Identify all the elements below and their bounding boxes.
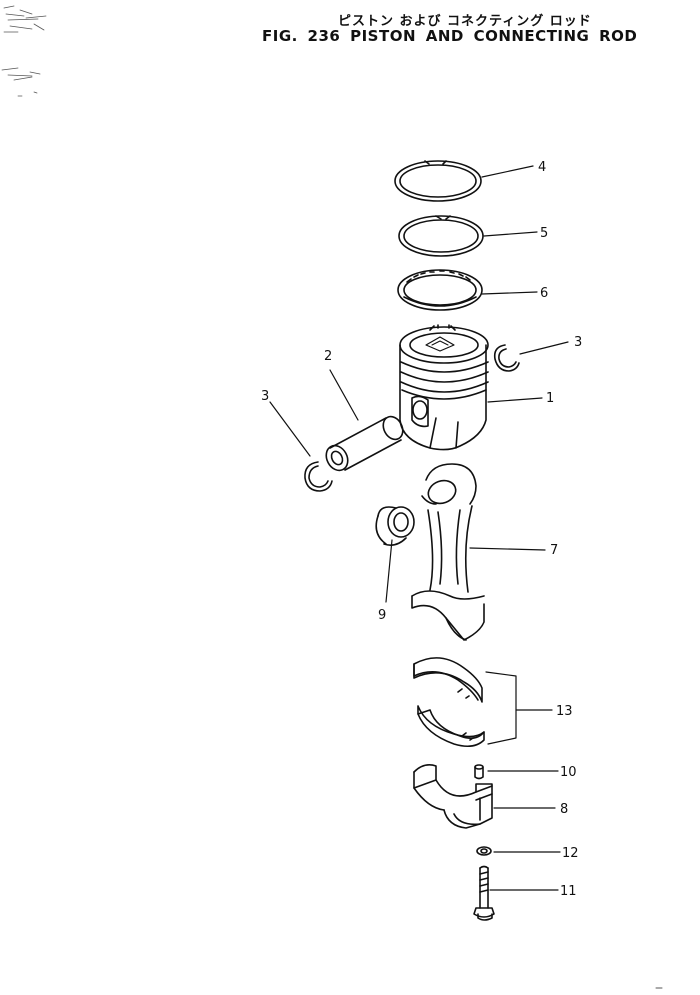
part-9-bushing <box>375 506 415 546</box>
scan-noise <box>1 5 47 97</box>
part-13-lower-bearing-shell <box>417 705 485 748</box>
callout-5: 5 <box>540 226 548 241</box>
part-12-washer <box>476 846 492 856</box>
figure-title-japanese: ピストン および コネクティング ロッド <box>338 14 592 29</box>
leader-lines <box>269 165 569 891</box>
callout-9: 9 <box>378 608 386 623</box>
part-1-piston <box>399 324 489 451</box>
part-5-piston-ring <box>398 215 484 257</box>
part-7-connecting-rod <box>411 463 485 641</box>
callout-2: 2 <box>324 349 332 364</box>
part-2-piston-pin <box>325 415 404 472</box>
part-3-snap-ring-right <box>493 344 520 372</box>
callout-4: 4 <box>538 160 546 175</box>
callout-12: 12 <box>562 846 579 861</box>
part-10-dowel-pin <box>474 764 484 780</box>
callout-1: 1 <box>546 391 554 406</box>
part-8-connecting-rod-cap <box>413 764 493 829</box>
callout-6: 6 <box>540 286 548 301</box>
callout-10: 10 <box>560 765 577 780</box>
part-11-bolt <box>473 865 495 921</box>
part-3-snap-ring-left <box>304 461 333 492</box>
part-13-upper-bearing-shell <box>413 657 483 703</box>
callout-7: 7 <box>550 543 558 558</box>
callout-3-right: 3 <box>574 335 582 350</box>
callout-13: 13 <box>556 704 573 719</box>
callout-8: 8 <box>560 802 568 817</box>
part-4-piston-ring <box>394 160 482 202</box>
callout-labels: 4 5 6 3 1 2 3 7 9 13 10 8 12 11 <box>261 160 582 899</box>
callout-3-left: 3 <box>261 389 269 404</box>
figure-title: FIG. 236 PISTON AND CONNECTING ROD <box>262 27 638 45</box>
callout-11: 11 <box>560 884 577 899</box>
part-6-oil-ring <box>397 269 483 311</box>
